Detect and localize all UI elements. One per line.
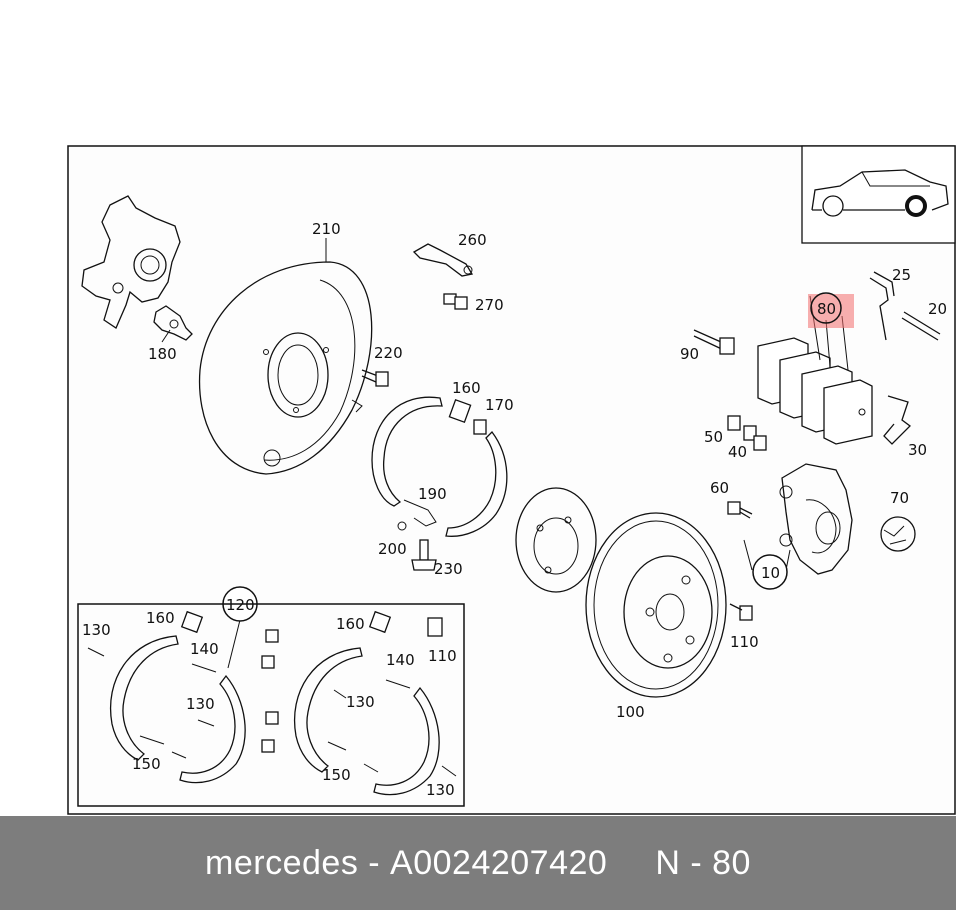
position-separator: - (690, 843, 703, 882)
callout-230: 230 (434, 560, 463, 578)
brake-disc-drawing (585, 512, 727, 698)
brake-caliper-drawing (779, 463, 853, 575)
callout-270: 270 (475, 296, 504, 314)
callout-170: 170 (485, 396, 514, 414)
pin-90-drawing (693, 329, 735, 355)
kit-callout-160a: 160 (146, 609, 175, 627)
callout-60: 60 (710, 479, 729, 497)
callout-220: 220 (374, 344, 403, 362)
callout-100: 100 (616, 703, 645, 721)
kit-callout-130b: 130 (186, 695, 215, 713)
bolt-110-drawing (729, 603, 753, 621)
adjuster-160-170-drawing (448, 398, 487, 435)
kit-callout-160b: 160 (336, 615, 365, 633)
callout-50: 50 (704, 428, 723, 446)
dust-shield-drawing (198, 261, 373, 475)
parking-brake-shoes-drawing (371, 396, 508, 537)
callout-20: 20 (928, 300, 947, 318)
spring-25-drawing (869, 271, 895, 341)
kit-callout-130a: 130 (82, 621, 111, 639)
bolt-220-drawing (361, 369, 389, 387)
kit-callout-130d: 130 (426, 781, 455, 799)
bolt-270-drawing (443, 293, 468, 310)
callout-260: 260 (458, 231, 487, 249)
kit-callout-130c: 130 (346, 693, 375, 711)
kit-callout-110: 110 (428, 647, 457, 665)
rear-wheel-marked-icon (905, 195, 927, 217)
callout-circle-10 (752, 554, 788, 590)
sleeves-50-40-drawing (727, 415, 767, 451)
position-prefix: N (655, 843, 681, 882)
callout-120: 120 (226, 596, 255, 614)
parts-diagram: 210 260 270 180 220 160 170 190 200 230 … (67, 145, 956, 815)
front-wheel-icon (822, 195, 844, 217)
parking-brake-kit-inset (77, 603, 465, 807)
kit-callout-140a: 140 (190, 640, 219, 658)
bolt-60-drawing (727, 501, 753, 519)
callout-80: 80 (817, 300, 836, 318)
callout-110: 110 (730, 633, 759, 651)
kit-callout-150a: 150 (132, 755, 161, 773)
callout-160: 160 (452, 379, 481, 397)
part-260-drawing (412, 243, 474, 277)
callout-210: 210 (312, 220, 341, 238)
wheel-hub-drawing (515, 487, 597, 593)
callout-200: 200 (378, 540, 407, 558)
caption-separator: - (368, 843, 381, 882)
callout-180: 180 (148, 345, 177, 363)
part-70-drawing (880, 516, 916, 552)
callout-10: 10 (761, 564, 780, 582)
car-silhouette-icon (811, 169, 949, 211)
callout-25: 25 (892, 266, 911, 284)
bracket-180-drawing (153, 305, 193, 341)
callout-40: 40 (728, 443, 747, 461)
car-location-inset (801, 145, 956, 244)
part-number: A0024207420 (390, 843, 608, 882)
diagram-frame (67, 145, 956, 815)
pin-20-drawing (901, 311, 941, 341)
callout-90: 90 (680, 345, 699, 363)
spring-30-drawing (883, 395, 911, 445)
callout-70: 70 (890, 489, 909, 507)
brake-pads-drawing (757, 337, 873, 445)
part-caption-bar: mercedes - A0024207420 N - 80 (0, 816, 956, 910)
callout-circle-80 (810, 292, 842, 324)
make-label: mercedes (205, 843, 359, 882)
hub-carrier-drawing (81, 195, 181, 329)
bolt-230-drawing (411, 539, 437, 571)
callout-30: 30 (908, 441, 927, 459)
kit-callout-140b: 140 (386, 651, 415, 669)
callout-190: 190 (418, 485, 447, 503)
position-number: 80 (712, 843, 751, 882)
kit-callout-150b: 150 (322, 766, 351, 784)
